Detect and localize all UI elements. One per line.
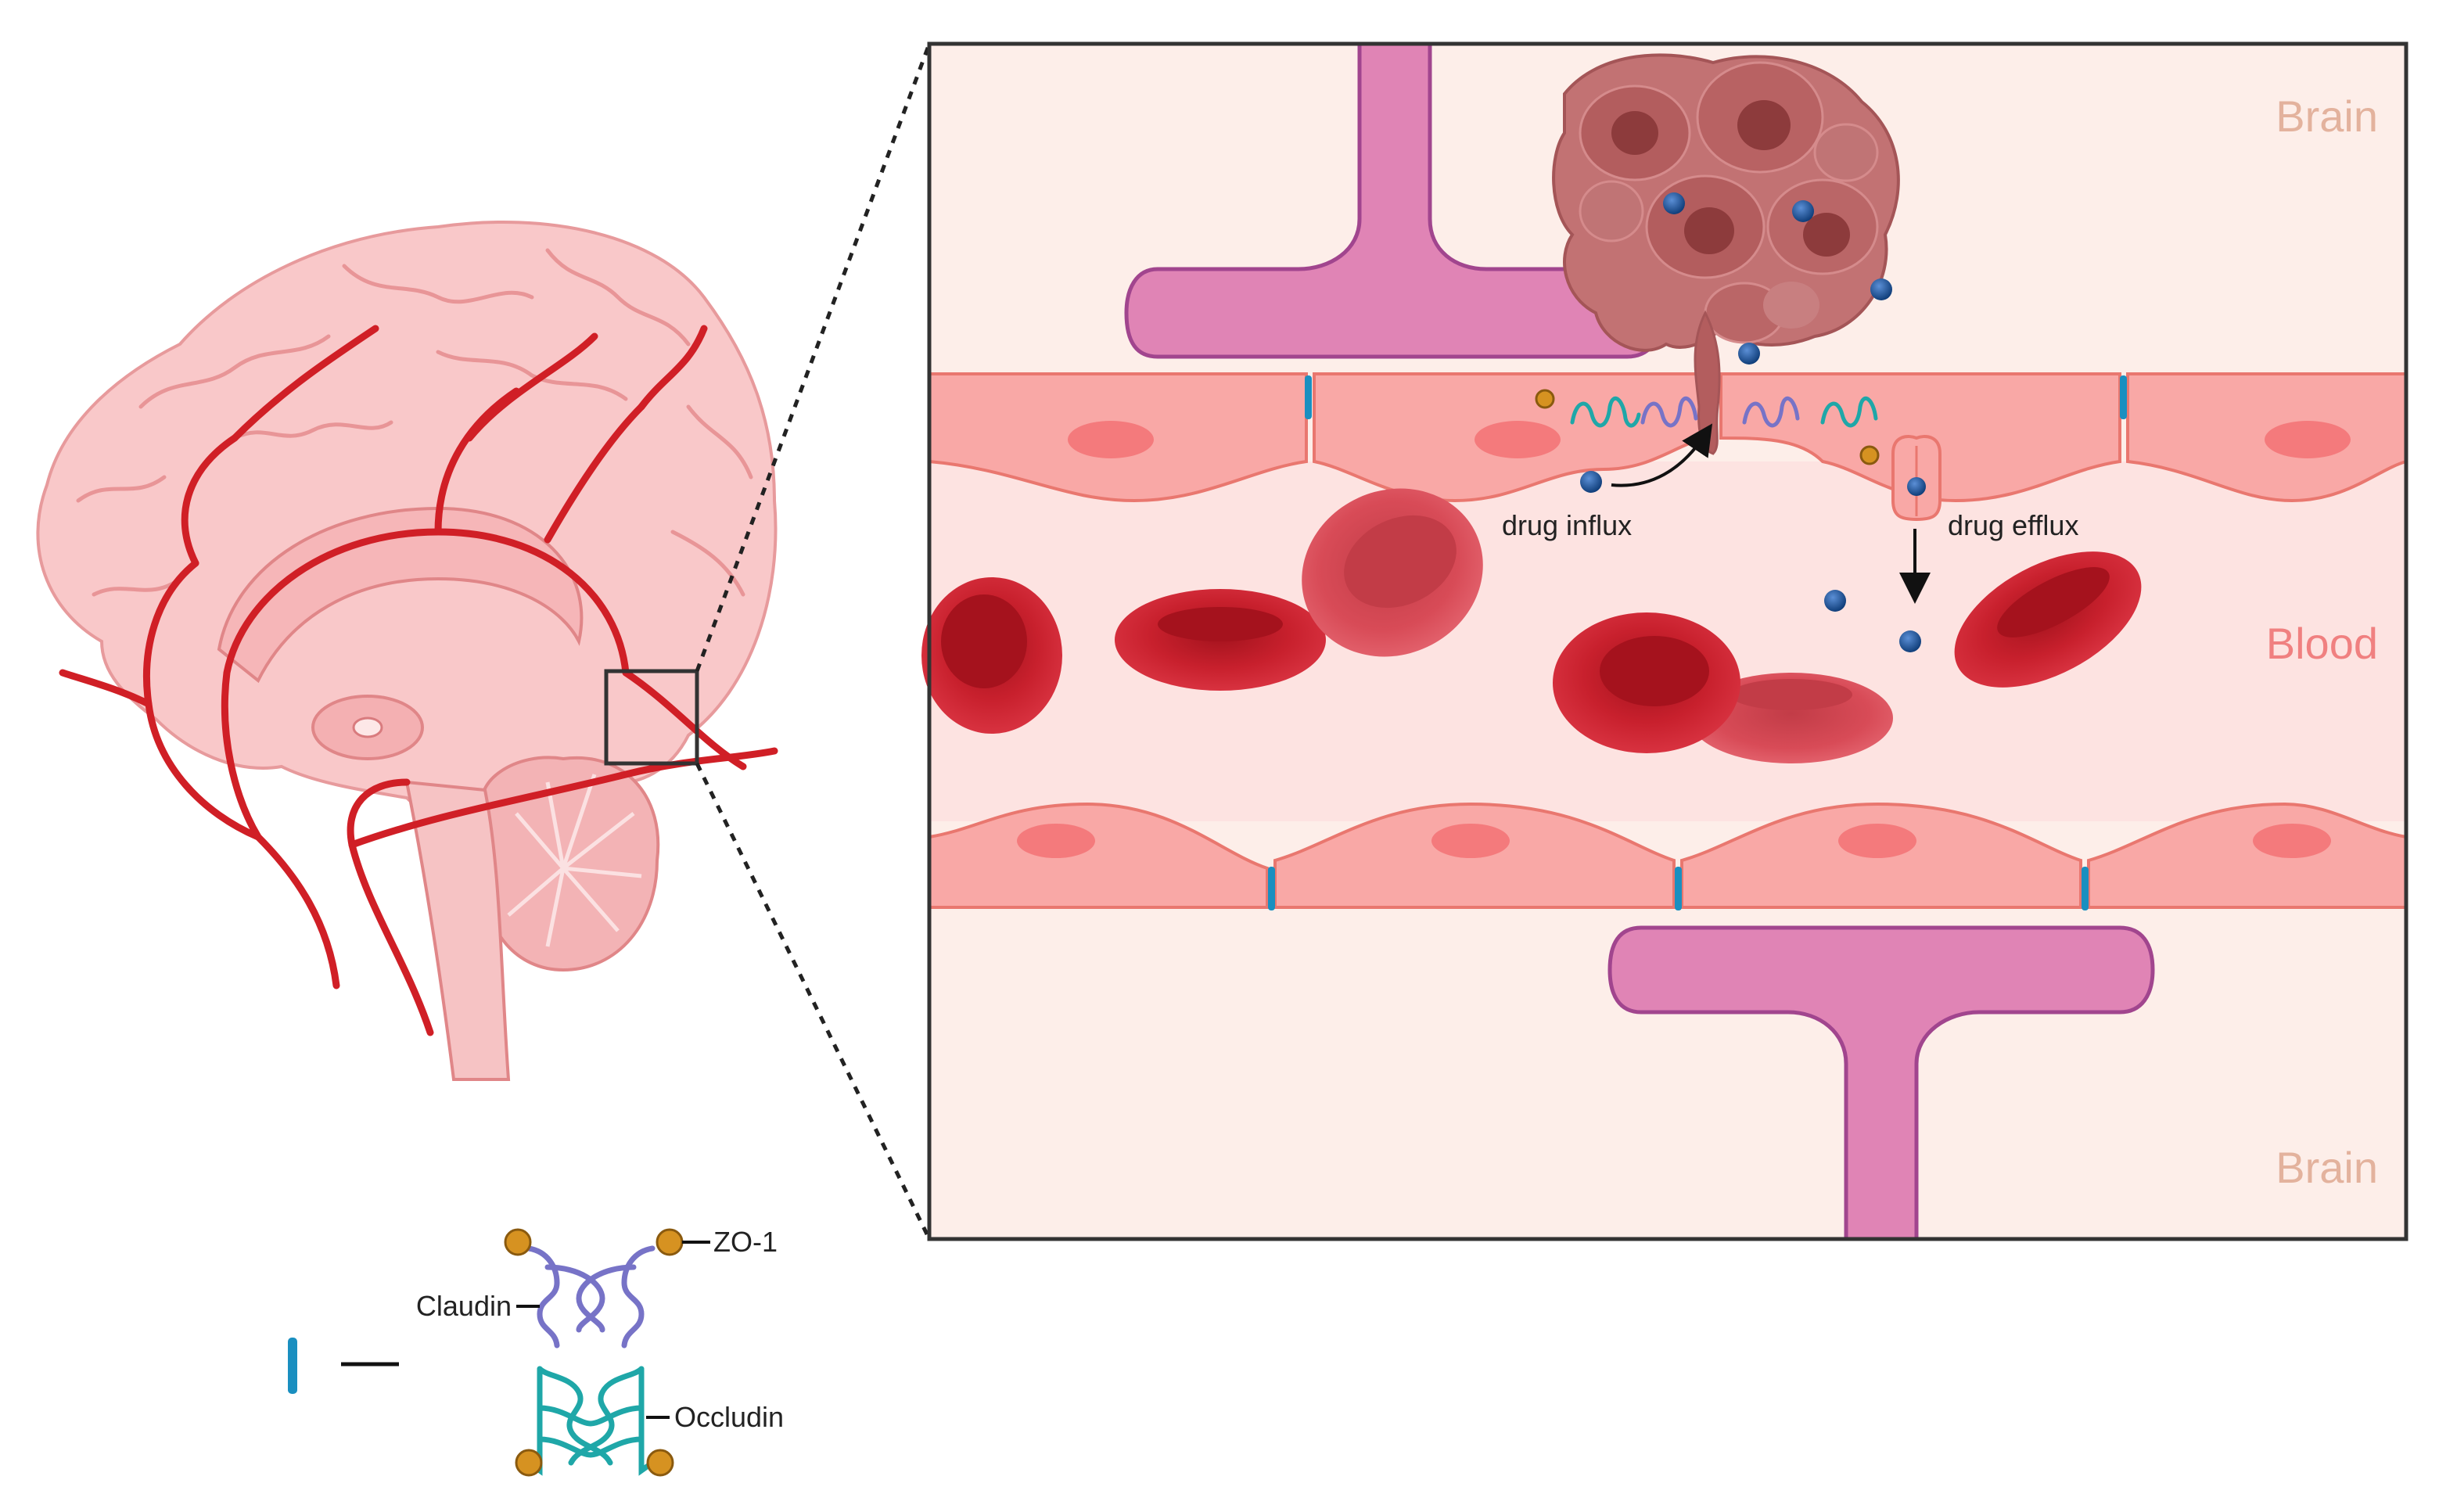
brainstem [404,780,511,1081]
nucleus [1068,421,1154,458]
zo1-ball [515,1449,543,1477]
lower-endothelium [928,802,2408,910]
drug-molecule [1899,630,1921,652]
red-blood-cell [1553,612,1740,753]
drug-efflux-label: drug efflux [1948,509,2078,541]
drug-influx-arrow [1611,423,1713,487]
tight-junction [1675,867,1682,910]
endothelial-cell [928,802,1269,909]
tight-junction [1268,867,1275,910]
drug-molecule [1792,200,1814,222]
drug-molecule [1907,477,1926,496]
red-blood-cell [1302,488,1483,657]
drug-molecules [1580,192,1926,652]
zo1-marker [1859,445,1880,465]
legend-claudin-label: Claudin [416,1290,512,1322]
zoom-region-box [604,669,699,766]
drug-influx-label: drug influx [1502,509,1632,541]
tight-junction-legend: ZO-1 Claudin Occludin [288,1226,784,1477]
legend-zo1-label: ZO-1 [713,1226,778,1258]
occludin-strands [526,1366,656,1476]
nucleus [1475,421,1561,458]
drug-molecule [1580,471,1602,493]
nucleus [2253,824,2331,858]
brain-region-label-top: Brain [2276,92,2378,141]
brain-region-label-bottom: Brain [2276,1143,2378,1192]
drug-molecule [1663,192,1685,214]
brain-gyri [76,248,753,597]
zoom-panel: drug influx drug efflux Brain Blood Brai… [921,41,2408,1241]
red-blood-cell [1115,589,1326,691]
drug-molecule [1870,278,1892,300]
red-blood-cell [1690,673,1893,763]
zo1-ball [646,1449,674,1477]
zo1-ball [656,1228,684,1256]
tumor-invasion-tail [1694,310,1721,455]
zo1-marker [1535,389,1555,409]
corpus-callosum [217,506,584,684]
endothelial-cell [2087,802,2408,909]
tight-junction [2082,867,2089,910]
red-blood-cell [1954,551,2142,688]
tumor-cell-cluster [1552,53,1900,455]
astrocyte-endfoot-top [1124,41,1664,359]
zoom-connector-lines [695,43,932,1241]
nucleus [1017,824,1095,858]
brain-illustration [36,221,778,1081]
tight-junction [1305,375,1312,419]
drug-molecule [1824,590,1846,612]
drug-molecule [1738,343,1760,365]
legend-occludin-label: Occludin [674,1401,784,1433]
cerebral-arteries [59,325,778,1036]
nucleus [1431,824,1510,858]
cerebellum-arbor [507,774,642,947]
red-blood-cell [921,577,1062,734]
red-blood-cells [921,488,2142,763]
junction-proteins [1570,396,1878,428]
nucleus [1838,824,1916,858]
zo1-ball [504,1228,532,1256]
claudin-strands [526,1245,656,1349]
nucleus [2265,421,2351,458]
legend-tight-junction-symbol [288,1338,297,1394]
tight-junction [2120,375,2127,419]
upper-endothelium [928,372,2408,503]
panel-border [927,41,2408,1241]
blood-region-label: Blood [2266,619,2378,668]
